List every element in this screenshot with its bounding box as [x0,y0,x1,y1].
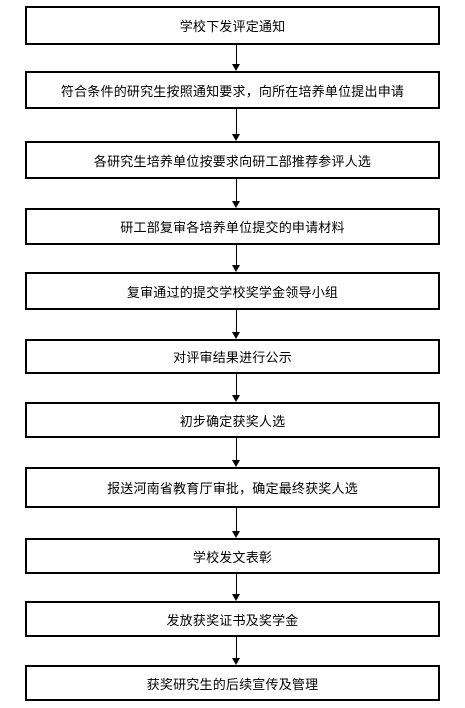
arrow-down-icon [232,508,241,538]
step-6-publicize: 对评审结果进行公示 [25,339,440,374]
arrow-down-icon [232,438,241,467]
step-4-review: 研工部复审各培养单位提交的申请材料 [25,208,440,245]
arrow-down-icon [232,245,241,272]
arrow-down-icon [232,45,241,71]
step-10-award: 发放获奖证书及奖学金 [25,601,440,637]
step-9-commend: 学校发文表彰 [25,538,440,574]
step-5-committee: 复审通过的提交学校奖学金领导小组 [25,272,440,310]
step-3-recommend: 各研究生培养单位按要求向研工部推荐参评人选 [25,141,440,179]
arrow-down-icon [232,109,241,141]
arrow-down-icon [232,574,241,601]
step-8-approval: 报送河南省教育厅审批，确定最终获奖人选 [25,467,440,508]
arrow-down-icon [232,637,241,665]
step-1-notice: 学校下发评定通知 [25,6,440,45]
step-7-preliminary: 初步确定获奖人选 [25,402,440,438]
arrow-down-icon [232,179,241,208]
step-11-followup: 获奖研究生的后续宣传及管理 [25,665,440,701]
arrow-down-icon [232,310,241,339]
step-2-apply: 符合条件的研究生按照通知要求，向所在培养单位提出申请 [25,71,440,109]
arrow-down-icon [232,374,241,402]
